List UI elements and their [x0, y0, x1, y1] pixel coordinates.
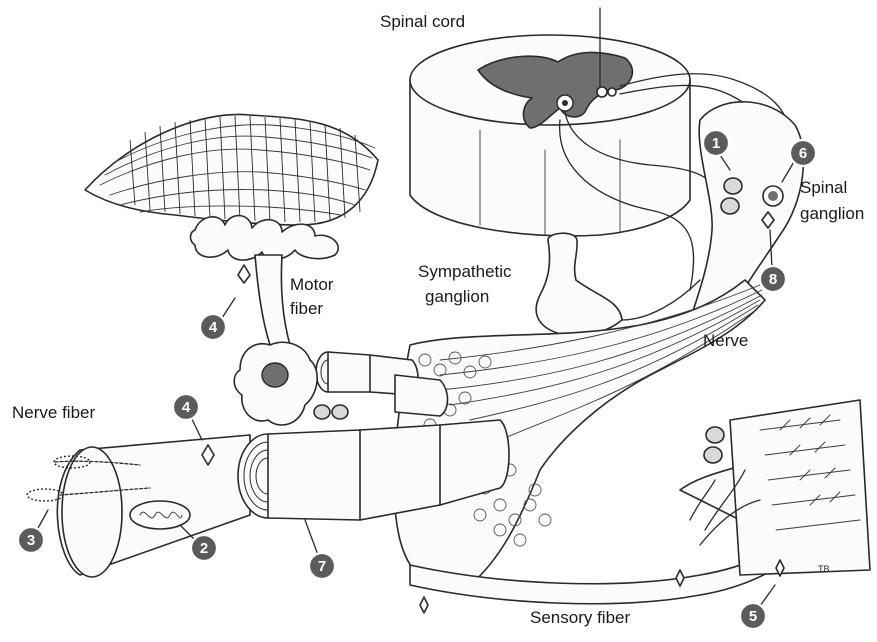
marker-4-lower: 4 [173, 394, 202, 440]
svg-text:8: 8 [769, 271, 777, 288]
nerve-fiber-cone [27, 435, 250, 577]
label-spinal-ganglion-line1: Spinal [800, 178, 847, 197]
svg-text:2: 2 [200, 540, 208, 557]
label-sensory-fiber: Sensory fiber [530, 608, 630, 627]
artist-initials: TB [818, 564, 830, 574]
svg-text:4: 4 [209, 319, 218, 336]
svg-text:1: 1 [712, 135, 720, 152]
label-sympathetic-ganglion-line1: Sympathetic [418, 262, 512, 281]
svg-text:7: 7 [318, 558, 326, 575]
svg-text:3: 3 [27, 532, 35, 549]
spinal-cord [410, 8, 690, 236]
label-nerve-fiber: Nerve fiber [12, 403, 95, 422]
skeletal-muscle [85, 114, 378, 345]
label-motor-fiber-line1: Motor [290, 275, 334, 294]
label-spinal-ganglion-line2: ganglion [800, 204, 864, 223]
svg-text:5: 5 [749, 608, 757, 625]
svg-text:6: 6 [799, 145, 807, 162]
marker-7: 7 [305, 520, 335, 579]
label-nerve: Nerve [703, 331, 748, 350]
marker-5: 5 [740, 585, 775, 629]
label-spinal-cord: Spinal cord [380, 12, 465, 31]
label-sympathetic-ganglion-line2: ganglion [425, 287, 489, 306]
svg-text:4: 4 [182, 399, 191, 416]
label-motor-fiber-line2: fiber [290, 299, 323, 318]
marker-4-upper: 4 [200, 298, 235, 340]
marker-3: 3 [18, 510, 48, 553]
